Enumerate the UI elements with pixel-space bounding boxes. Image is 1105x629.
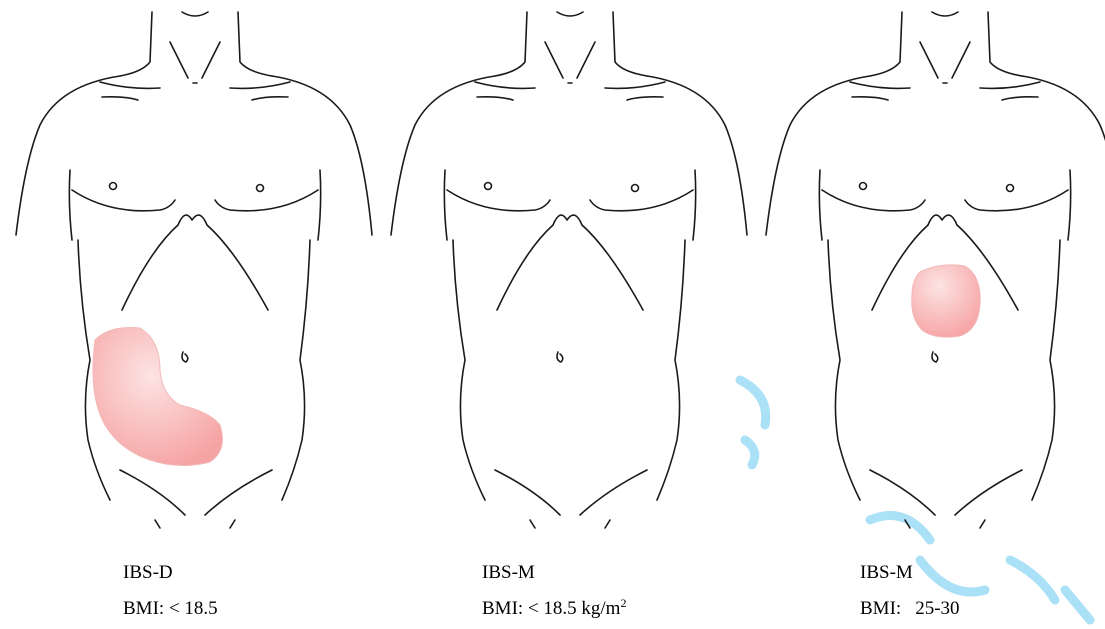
torso-outline	[760, 0, 1105, 530]
bmi-label: BMI:	[482, 598, 523, 619]
bmi-value: 25-30	[915, 598, 959, 619]
panel-ibs-m-1: IBS-M BMI: < 18.5 kg/m2	[385, 0, 755, 629]
bmi-label: BMI:	[123, 598, 164, 619]
panel-ibs-d: IBS-D BMI: < 18.5	[10, 0, 380, 629]
bmi-unit: kg/m	[581, 598, 620, 619]
pain-region-upper	[912, 265, 980, 337]
panel-ibs-m-2: IBS-M BMI: 25-30	[760, 0, 1105, 629]
panel-title: IBS-D	[123, 563, 173, 582]
bmi-line: BMI: < 18.5	[123, 599, 218, 618]
pain-region-right-lower	[93, 328, 223, 466]
bmi-line: BMI: 25-30	[860, 599, 960, 618]
bmi-value: < 18.5	[169, 598, 218, 619]
panel-title: IBS-M	[482, 563, 535, 582]
torso-outline	[10, 0, 380, 530]
torso-outline	[385, 0, 755, 530]
bmi-unit-exponent: 2	[620, 596, 626, 610]
panel-title: IBS-M	[860, 563, 913, 582]
bmi-value: < 18.5	[528, 598, 577, 619]
bmi-label: BMI:	[860, 598, 901, 619]
bmi-line: BMI: < 18.5 kg/m2	[482, 599, 626, 618]
